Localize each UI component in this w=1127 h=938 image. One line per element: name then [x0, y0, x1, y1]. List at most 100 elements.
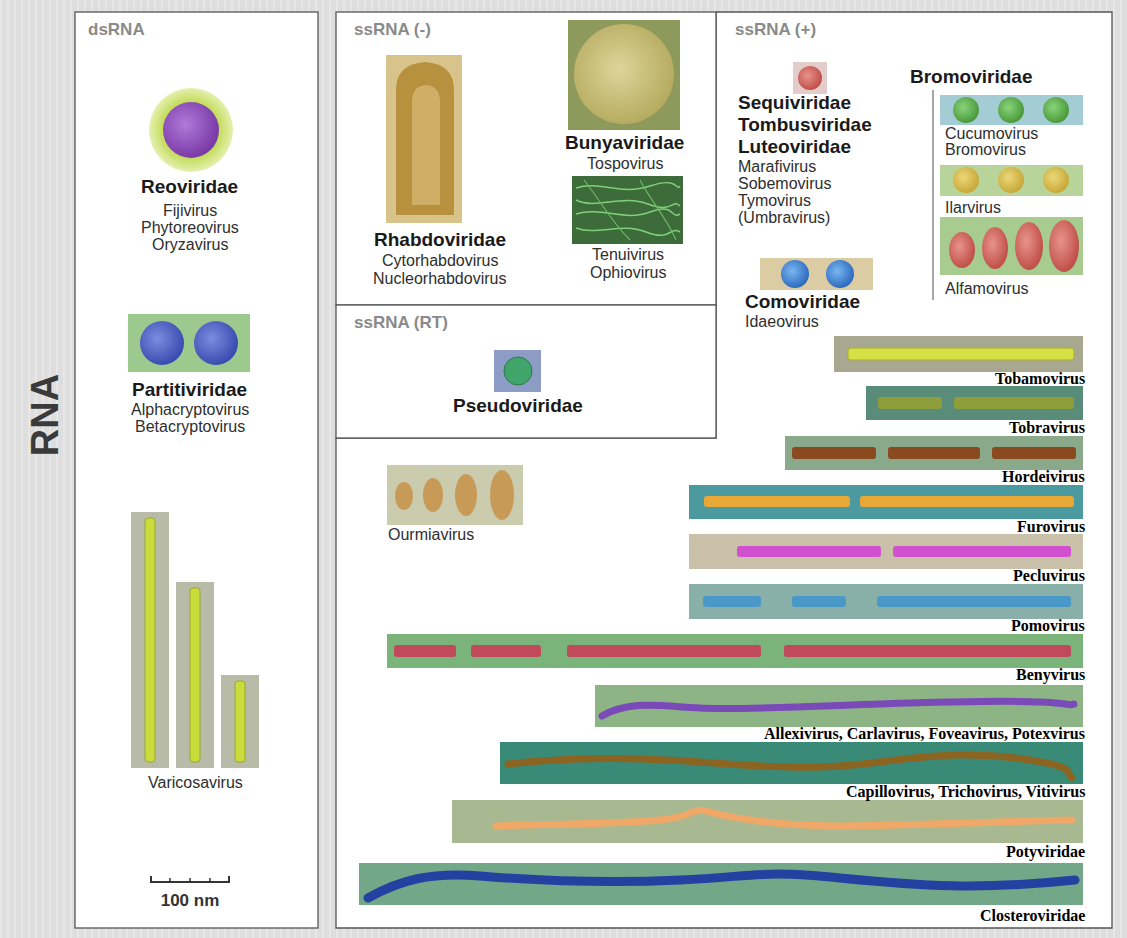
potexvirus-filament — [602, 701, 1074, 716]
category-panel: BromoviridaeCucumovirusBromovirusIlarvir… — [905, 64, 1105, 300]
ilarvirus-tile — [940, 165, 1083, 196]
varicosavirus-tile — [235, 681, 245, 762]
genus-label: Hordeivirus — [1002, 468, 1085, 486]
potyvirus-filament — [452, 800, 1083, 843]
scale-bar — [228, 876, 230, 883]
partitivirus-tile — [140, 321, 184, 365]
ilarvirus-tile — [998, 167, 1024, 193]
hordeivirus-rod — [792, 447, 876, 459]
virus-group: TenuivirusOphiovirus — [548, 172, 708, 284]
closterovirus-filament — [359, 863, 1083, 905]
virus-group: Potyviridae — [452, 797, 1087, 864]
virus-group: SequiviridaeTombusviridaeLuteoviridaeMar… — [736, 58, 906, 229]
pomovirus-rod — [703, 596, 761, 607]
genus-label: Potyviridae — [1006, 843, 1085, 861]
family-name: Comoviridae — [745, 291, 860, 313]
genus-label: Allexivirus, Carlavirus, Foveavirus, Pot… — [764, 725, 1085, 743]
genus-name: Bromovirus — [945, 141, 1026, 158]
genus-name: (Umbravirus) — [738, 209, 830, 226]
sequivirus-tile — [793, 62, 827, 94]
virus-group: PartitiviridaeAlphacryptovirusBetacrypto… — [110, 310, 270, 438]
cucumovirus-tile — [940, 95, 1083, 125]
reovirus-particle — [163, 102, 219, 158]
panel-frame — [336, 305, 716, 438]
varicosavirus-tile — [131, 512, 259, 768]
closterovirus-filament-short — [508, 755, 1072, 778]
scale-bar — [150, 876, 230, 883]
virus-group: Alfamovirus — [938, 214, 1098, 300]
genus-name: Idaeovirus — [745, 313, 819, 330]
family-name: Luteoviridae — [738, 136, 851, 158]
tenuivirus-tile — [640, 180, 676, 240]
family-name: Bunyaviridae — [565, 132, 684, 154]
comovirus-tile — [781, 260, 809, 288]
category-panel: ssRNA (RT) Pseudoviridae — [336, 305, 716, 438]
potexvirus-filament — [595, 685, 1083, 727]
rhabdovirus-tile — [386, 55, 462, 223]
virus-group: ReoviridaeFijivirusPhytoreovirusOryzavir… — [110, 80, 270, 256]
genus-name: Tymovirus — [738, 192, 811, 209]
closterovirus-filament-short — [500, 742, 1083, 784]
virus-group: Closteroviridae — [359, 860, 1087, 928]
potyvirus-filament — [496, 810, 1072, 826]
benyvirus-rod — [471, 645, 541, 657]
panel-heading: ssRNA (-) — [354, 20, 431, 40]
category-panel: dsRNAReoviridaeFijivirusPhytoreovirusOry… — [75, 12, 318, 928]
sequivirus-tile — [798, 66, 822, 90]
bunyavirus-tile — [574, 24, 674, 124]
genus-name: Oryzavirus — [152, 236, 228, 253]
benyvirus-rod — [387, 634, 1083, 668]
genus-name: Alfamovirus — [945, 280, 1029, 297]
family-name: Bromoviridae — [910, 66, 1032, 88]
partitivirus-tile — [194, 321, 238, 365]
genus-name: Marafivirus — [738, 158, 816, 175]
alfamovirus-tile — [982, 227, 1008, 269]
genus-name: Ophiovirus — [590, 264, 666, 281]
ourmiavirus-tile — [423, 478, 443, 512]
varicosavirus-tile — [131, 512, 169, 768]
ilarvirus-tile — [1043, 167, 1069, 193]
pseudovirus-tile — [494, 350, 541, 392]
panel-heading: ssRNA (RT) — [354, 313, 448, 333]
family-name: Rhabdoviridae — [374, 229, 506, 251]
comovirus-tile — [760, 258, 873, 290]
hordeivirus-rod — [785, 436, 1083, 470]
pecluvirus-rod — [737, 546, 881, 557]
varicosavirus-tile — [145, 518, 155, 762]
virus-group: Varicosavirus — [110, 505, 280, 794]
tobravirus-rod — [878, 397, 942, 409]
genus-name: Sobemovirus — [738, 175, 831, 192]
family-name: Pseudoviridae — [453, 395, 583, 417]
genus-name: Ilarvirus — [945, 199, 1001, 216]
genus-name: Cucumovirus — [945, 125, 1038, 142]
virus-group: Furovirus — [689, 482, 1087, 539]
hordeivirus-rod — [888, 447, 980, 459]
sequivirus-tile — [793, 62, 827, 94]
ilarvirus-tile — [953, 167, 979, 193]
varicosavirus-tile — [221, 675, 259, 768]
alfamovirus-tile — [940, 217, 1083, 275]
genus-label: Capillovirus, Trichovirus, Vitivirus — [846, 783, 1085, 801]
bromoviridae-bracket — [932, 90, 933, 300]
genus-name: Betacryptovirus — [135, 418, 245, 435]
pseudovirus-tile — [494, 350, 541, 392]
closterovirus-filament-short — [500, 742, 1083, 784]
tobamovirus-rod — [848, 348, 1074, 360]
pecluvirus-rod — [689, 534, 1083, 569]
virus-group: Capillovirus, Trichovirus, Vitivirus — [500, 739, 1087, 804]
genus-name: Cytorhabdovirus — [382, 252, 499, 269]
ourmiavirus-tile — [387, 465, 523, 525]
pecluvirus-rod — [893, 546, 1071, 557]
genus-name: Phytoreovirus — [141, 219, 239, 236]
benyvirus-rod — [784, 645, 1071, 657]
pomovirus-rod — [792, 596, 846, 607]
hordeivirus-rod — [785, 436, 1083, 470]
bromoviridae-bracket — [933, 90, 934, 300]
tenuivirus-tile — [576, 228, 680, 235]
category-panel: ssRNA (+)SequiviridaeTombusviridaeLuteov… — [336, 12, 1112, 928]
furovirus-rod — [860, 496, 1074, 507]
genus-label: Tobamovirus — [995, 370, 1085, 388]
cucumovirus-tile — [940, 95, 1083, 125]
furovirus-rod — [689, 485, 1083, 519]
